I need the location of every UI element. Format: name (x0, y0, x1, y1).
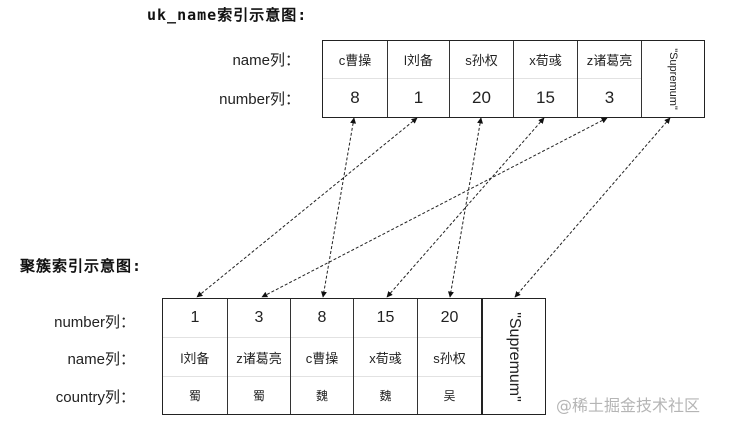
uk-name-cell: z诸葛亮 (586, 53, 633, 68)
clustered-row-label-number: number列： (54, 314, 135, 331)
uk-name-cell: x荀彧 (529, 53, 562, 68)
clustered-column: 3 z诸葛亮 蜀 (228, 299, 291, 414)
uk-column: c曹操 8 (323, 41, 388, 117)
clustered-country-cell: 魏 (354, 376, 417, 414)
clustered-column: 15 x荀彧 魏 (354, 299, 418, 414)
clustered-country-cell: 蜀 (163, 376, 227, 414)
uk-row-label-number: number列： (219, 91, 300, 108)
clustered-row-label-country: country列： (55, 389, 135, 406)
uk-name-cell: c曹操 (338, 53, 372, 68)
uk-number-cell: 15 (514, 78, 577, 117)
link-arrow-supremum (514, 117, 671, 298)
watermark: @稀土掘金技术社区 (556, 396, 701, 415)
uk-column: l刘备 1 (388, 41, 450, 117)
uk-number-cell: 3 (578, 78, 641, 117)
link-arrow-3 (261, 117, 608, 298)
clustered-name-cell: c曹操 (291, 337, 353, 377)
link-arrow-1 (196, 117, 418, 298)
uk-name-cell: l刘备 (404, 53, 433, 68)
clustered-number-cell: 8 (317, 309, 327, 326)
link-arrow-20 (447, 117, 484, 298)
clustered-number-cell: 15 (376, 309, 395, 326)
clustered-name-cell: z诸葛亮 (228, 337, 290, 377)
uk-column: z诸葛亮 3 (578, 41, 642, 117)
uk-column: x荀彧 15 (514, 41, 578, 117)
clustered-index-title: 聚簇索引示意图: (20, 257, 143, 275)
clustered-column: 20 s孙权 吴 (418, 299, 483, 414)
uk-index-title: uk_name索引示意图: (147, 6, 308, 24)
uk-number-cell: 8 (323, 78, 387, 117)
uk-index-table: c曹操 8 l刘备 1 s孙权 20 x荀彧 15 z诸葛亮 3 "Suprem… (322, 40, 705, 118)
clustered-number-cell: 3 (254, 309, 264, 326)
clustered-country-cell: 魏 (291, 376, 353, 414)
clustered-country-cell: 吴 (418, 376, 481, 414)
clustered-column: 1 l刘备 蜀 (163, 299, 228, 414)
uk-row-label-name: name列： (232, 52, 300, 69)
uk-number-cell: 20 (450, 78, 513, 117)
clustered-country-cell: 蜀 (228, 376, 290, 414)
link-arrow-8 (320, 117, 357, 298)
uk-name-cell: s孙权 (465, 53, 498, 68)
clustered-number-cell: 20 (440, 309, 459, 326)
uk-number-cell: 1 (388, 78, 449, 117)
clustered-column: 8 c曹操 魏 (291, 299, 354, 414)
clustered-index-table: 1 l刘备 蜀 3 z诸葛亮 蜀 8 c曹操 魏 15 x荀彧 魏 20 s孙权… (162, 298, 546, 415)
clustered-row-label-name: name列： (67, 351, 135, 368)
clustered-name-cell: l刘备 (163, 337, 227, 377)
clustered-name-cell: x荀彧 (354, 337, 417, 377)
uk-column: s孙权 20 (450, 41, 514, 117)
clustered-name-cell: s孙权 (418, 337, 481, 377)
clustered-number-cell: 1 (190, 309, 200, 326)
